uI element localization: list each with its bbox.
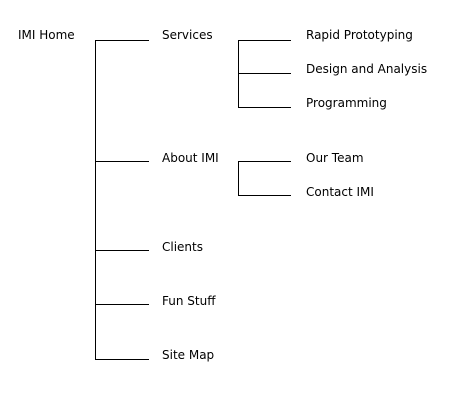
- node-clients[interactable]: Clients: [162, 240, 203, 254]
- node-imi-home[interactable]: IMI Home: [18, 28, 75, 42]
- node-design-and-analysis[interactable]: Design and Analysis: [306, 62, 428, 76]
- node-site-map[interactable]: Site Map: [162, 348, 215, 362]
- node-contact-imi[interactable]: Contact IMI: [306, 185, 374, 199]
- node-our-team[interactable]: Our Team: [306, 151, 364, 165]
- node-services[interactable]: Services: [162, 28, 213, 42]
- node-fun-stuff[interactable]: Fun Stuff: [162, 294, 216, 308]
- node-programming[interactable]: Programming: [306, 96, 387, 110]
- node-rapid-prototyping[interactable]: Rapid Prototyping: [306, 28, 413, 42]
- node-about-imi[interactable]: About IMI: [162, 151, 219, 165]
